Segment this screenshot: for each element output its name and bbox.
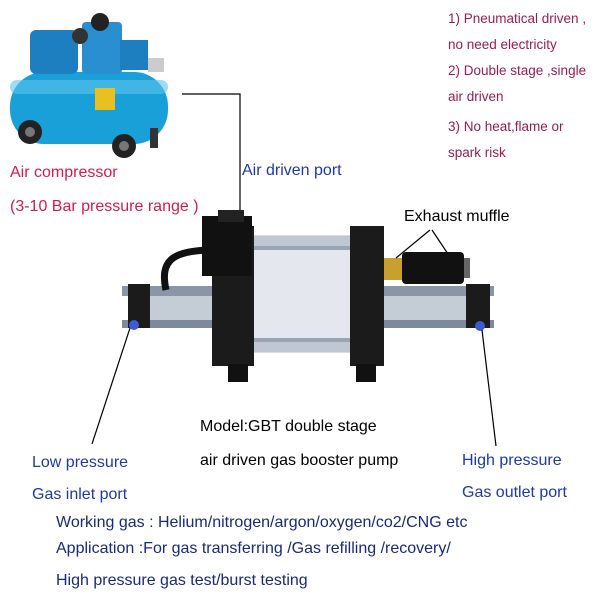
feature-line-4: air driven — [448, 89, 504, 104]
feature-list: 1) Pneumatical driven , no need electric… — [448, 6, 586, 166]
feature-line-3: 2) Double stage ,single — [448, 63, 587, 78]
working-gas-text: Working gas : Helium/nitrogen/argon/oxyg… — [56, 514, 468, 531]
exhaust-arrows — [395, 229, 449, 259]
low-pressure-label: Low pressure — [32, 454, 129, 471]
feature-line-6: spark risk — [448, 145, 506, 160]
low-pressure-leader — [91, 327, 131, 445]
feature-line-2: no need electricity — [448, 37, 557, 52]
compressor-range: (3-10 Bar pressure range ) — [10, 198, 199, 215]
exhaust-muffle-label: Exhaust muffle — [404, 208, 510, 225]
model-line-2: air driven gas booster pump — [200, 452, 399, 469]
feature-line-5: 3) No heat,flame or — [448, 119, 564, 134]
gas-outlet-port-label: Gas outlet port — [462, 484, 567, 501]
testing-text: High pressure gas test/burst testing — [56, 572, 308, 589]
air-compressor-image — [10, 13, 168, 158]
air-driven-port-label: Air driven port — [242, 162, 342, 179]
model-line-1: Model:GBT double stage — [200, 418, 377, 435]
air-port-leader — [182, 93, 241, 215]
high-pressure-label: High pressure — [462, 452, 562, 469]
high-pressure-leader — [481, 329, 497, 447]
gas-booster-pump-image — [122, 210, 494, 382]
compressor-title: Air compressor — [10, 164, 118, 181]
feature-line-1: 1) Pneumatical driven , — [448, 11, 587, 26]
application-text: Application :For gas transferring /Gas r… — [56, 540, 451, 557]
gas-inlet-port-label: Gas inlet port — [32, 486, 128, 503]
